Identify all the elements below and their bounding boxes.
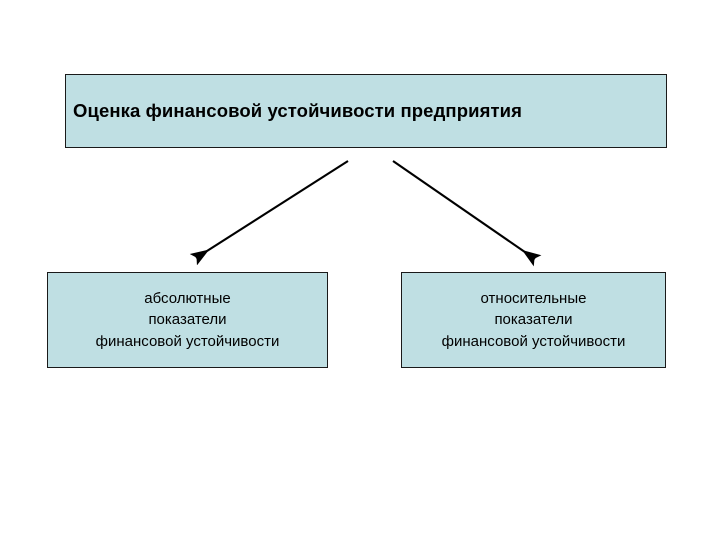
node-line-2: показатели: [494, 311, 573, 329]
diagram-node-absolute-text: абсолютные показатели финансовой устойчи…: [48, 288, 327, 352]
diagram-root-title: Оценка финансовой устойчивости предприят…: [73, 100, 522, 122]
node-line-2: показатели: [148, 311, 227, 329]
diagram-node-absolute-indicators[interactable]: абсолютные показатели финансовой устойчи…: [47, 272, 328, 368]
arrow-to-relative-icon: [392, 160, 542, 267]
node-line-1: относительные: [480, 290, 587, 308]
node-line-1: абсолютные: [144, 290, 231, 308]
diagram-node-relative-text: относительные показатели финансовой усто…: [402, 288, 665, 352]
diagram-root-node[interactable]: Оценка финансовой устойчивости предприят…: [65, 74, 667, 148]
arrow-to-absolute-icon: [189, 160, 349, 266]
diagram-node-relative-indicators[interactable]: относительные показатели финансовой усто…: [401, 272, 666, 368]
node-line-3: финансовой устойчивости: [441, 332, 626, 350]
node-line-3: финансовой устойчивости: [95, 332, 280, 350]
